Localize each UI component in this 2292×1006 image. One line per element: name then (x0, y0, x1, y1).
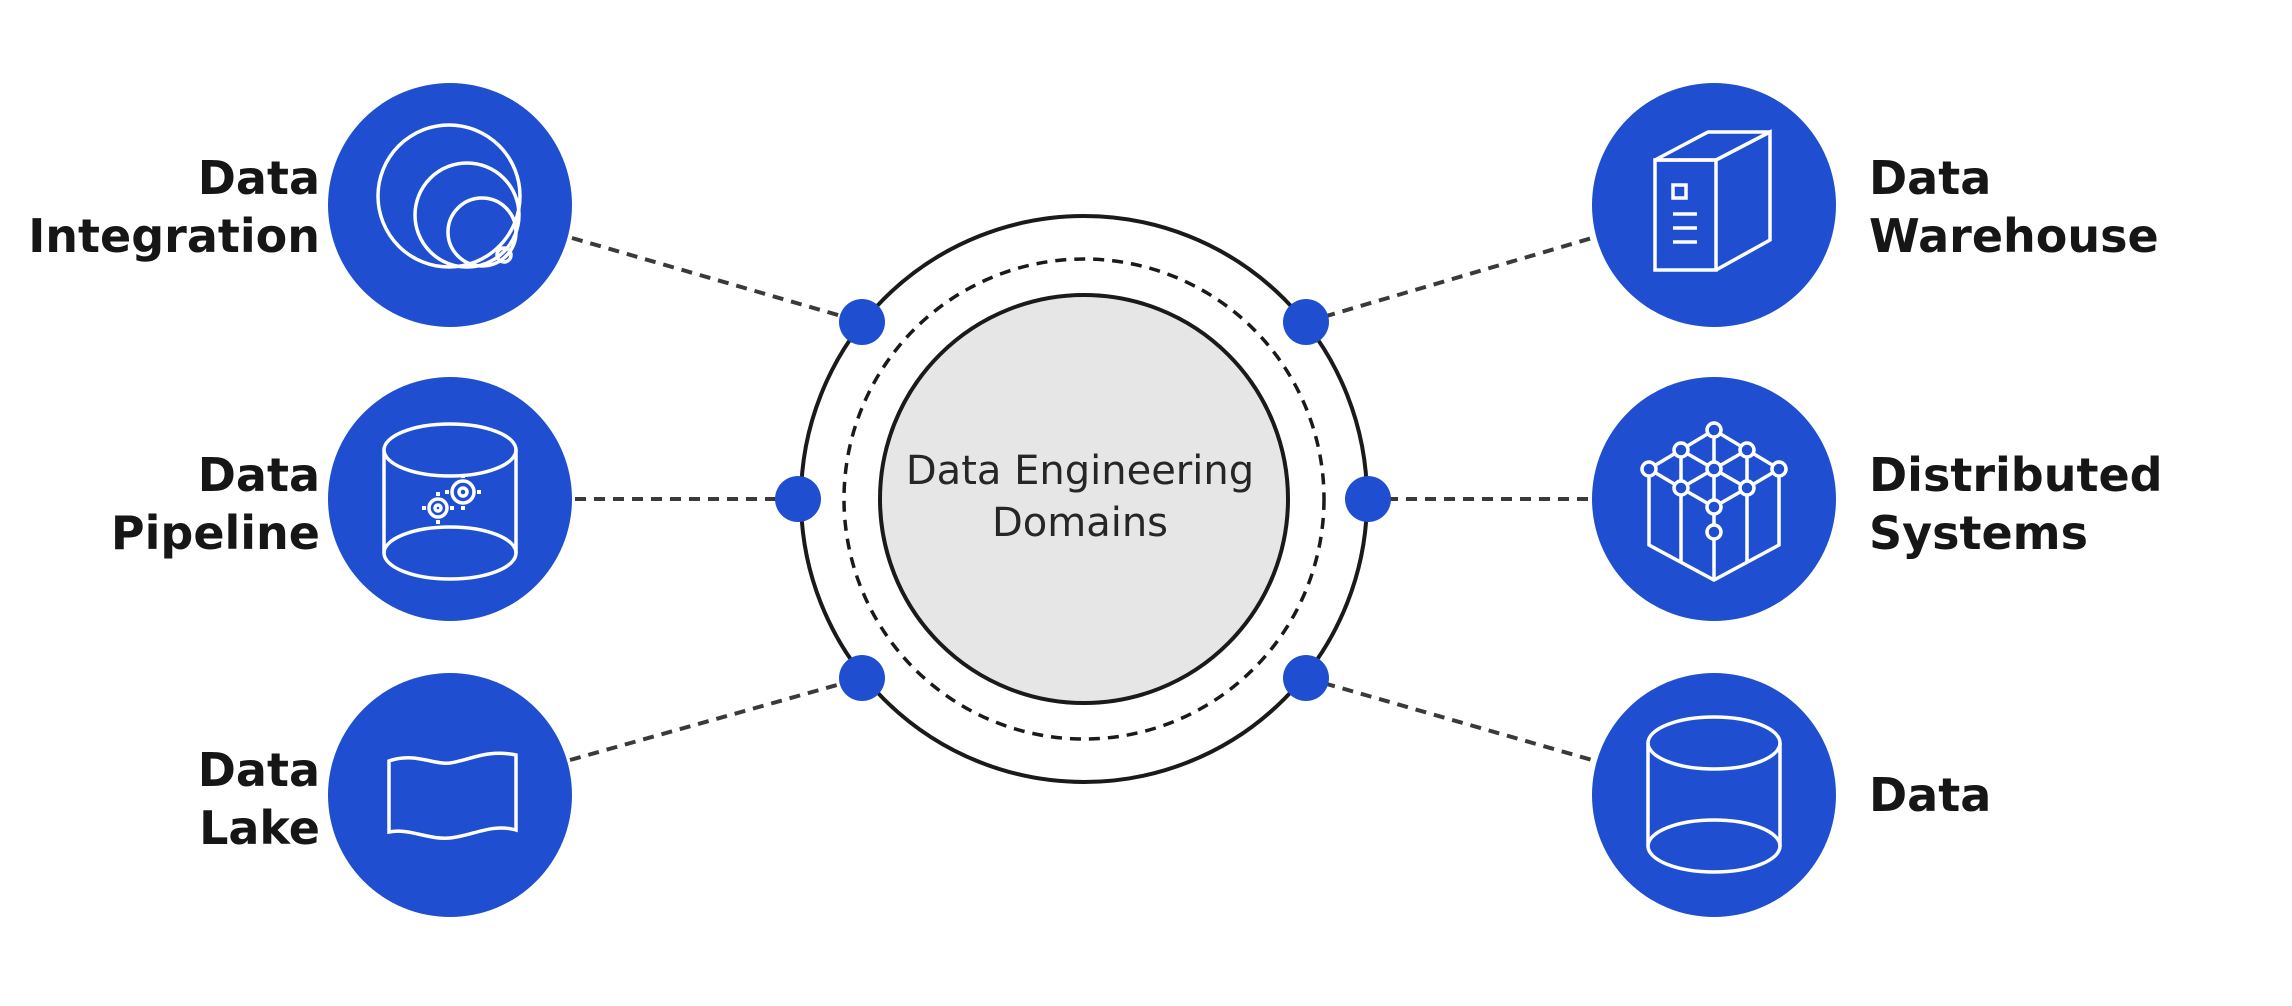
label-line-2: Pipeline (110, 506, 320, 560)
node-data-lake (328, 673, 572, 917)
node-data-warehouse (1592, 83, 1836, 327)
concentric-circles-icon (376, 123, 522, 269)
label-data-integration: Data Integration (0, 149, 320, 265)
node-distributed-systems (1592, 377, 1836, 621)
node-data-integration (328, 83, 572, 327)
label-line-1: Data (1869, 768, 1992, 822)
label-data-warehouse: Data Warehouse (1869, 149, 2189, 265)
node-circle (1592, 673, 1836, 917)
dot-data-warehouse (1283, 299, 1329, 345)
cylinder-gears-icon (382, 422, 518, 581)
network-cube-icon (1640, 421, 1788, 582)
node-data-pipeline (328, 377, 572, 621)
hub-title-line-2: Domains (991, 500, 1169, 546)
connector-lines (569, 236, 1593, 762)
dot-data-lake (839, 655, 885, 701)
label-line-2: Lake (199, 801, 320, 855)
hub-dashed-ring (842, 257, 1326, 741)
label-data: Data (1869, 766, 2189, 824)
connector-data-integration (571, 236, 863, 324)
node-data (1592, 673, 1836, 917)
connection-dots (775, 299, 1391, 701)
dot-distributed-systems (1345, 476, 1391, 522)
node-circle (1592, 83, 1836, 327)
label-line-1: Data (197, 743, 320, 797)
label-line-2: Warehouse (1869, 209, 2159, 263)
node-circle (328, 377, 572, 621)
label-line-1: Data (197, 151, 320, 205)
connector-data-lake (569, 676, 863, 762)
node-circle (328, 83, 572, 327)
label-line-2: Systems (1869, 506, 2088, 560)
hub-core (878, 293, 1290, 705)
hub-title: Data Engineering Domains (870, 445, 1290, 549)
dot-data-integration (839, 299, 885, 345)
label-data-pipeline: Data Pipeline (0, 446, 320, 562)
wavy-sheet-icon (387, 751, 518, 840)
label-line-1: Distributed (1869, 448, 2163, 502)
connector-data-warehouse (1305, 236, 1593, 324)
dot-data (1283, 655, 1329, 701)
hub (799, 214, 1369, 784)
hub-title-line-1: Data Engineering (905, 448, 1255, 494)
server-tower-icon (1653, 129, 1772, 272)
label-line-1: Data (197, 448, 320, 502)
label-distributed-systems: Distributed Systems (1869, 446, 2189, 562)
label-data-lake: Data Lake (0, 741, 320, 857)
dot-data-pipeline (775, 476, 821, 522)
node-circle (328, 673, 572, 917)
label-line-2: Integration (28, 209, 320, 263)
label-line-1: Data (1869, 151, 1992, 205)
connector-data (1305, 676, 1593, 762)
database-cylinder-icon (1646, 715, 1782, 874)
